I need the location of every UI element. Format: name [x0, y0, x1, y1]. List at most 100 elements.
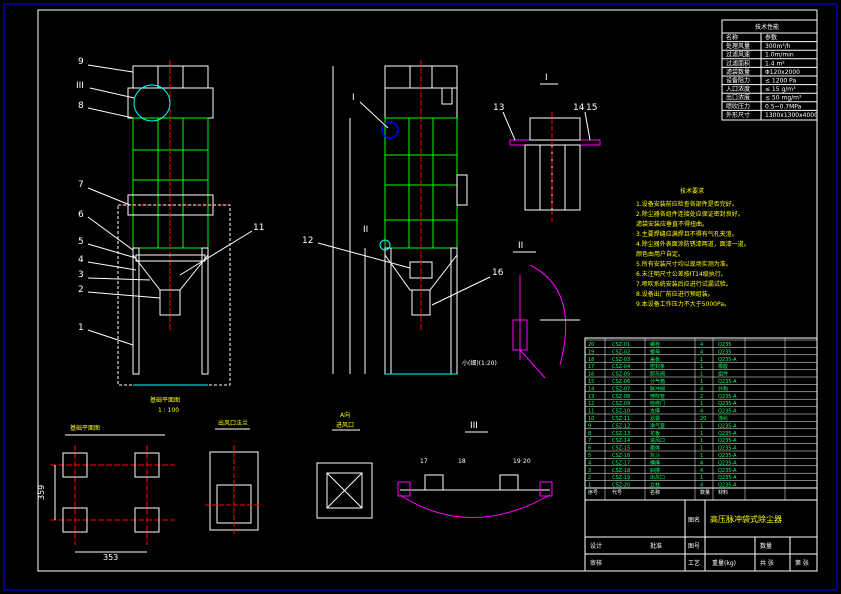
inlet-sub-caption: 进风口	[336, 421, 354, 429]
parts-cell: Q235-A	[718, 468, 737, 474]
parts-cell: Q235-A	[718, 446, 737, 452]
parts-cell: 4	[700, 483, 703, 489]
tech-row-value: Φ120x2000	[765, 69, 800, 76]
parts-cell: CSZ-10	[612, 409, 630, 415]
parts-cell: CSZ-14	[612, 438, 630, 444]
drawing-title: 高压脉冲袋式除尘器	[710, 514, 782, 524]
inlet-caption: A向	[340, 411, 350, 419]
parts-cell: 19	[588, 349, 594, 355]
parts-cell: 12	[588, 401, 594, 407]
parts-cell: 17	[588, 364, 594, 370]
parts-cell: 5	[588, 453, 591, 459]
foundation-dim-width: 353	[103, 553, 118, 562]
tech-row-name: 外形尺寸	[726, 111, 750, 119]
parts-header-cell: 数量	[700, 489, 710, 496]
parts-cell: CSZ-01	[612, 342, 630, 348]
titleblock-design: 设计	[590, 542, 602, 550]
parts-cell: 1	[700, 401, 703, 407]
tech-row-value: ≤ 1200 Pa	[765, 78, 796, 85]
notes: 技术要求 1.设备安装前应检查各部件是否完好。 2.除尘器各组件连接处应保证密封良…	[636, 187, 750, 308]
callout-III: III	[76, 81, 84, 91]
parts-cell: CSZ-05	[612, 372, 630, 378]
inner-frame	[37, 9, 818, 572]
tech-row-value: 1300x1300x4000	[765, 112, 818, 119]
parts-cell: Q235-A	[718, 483, 737, 489]
parts-cell: 16	[588, 372, 594, 378]
parts-cell: 4	[700, 386, 703, 392]
parts-cell: 净气室	[650, 422, 665, 429]
tech-row-value: 1.0m/min	[765, 52, 794, 59]
tech-table-title: 技术性能	[755, 23, 779, 31]
parts-cell: CSZ-16	[612, 453, 630, 459]
parts-header-cell: 名称	[650, 489, 660, 496]
parts-cell: 20	[700, 416, 706, 422]
parts-header-cell: 材料	[718, 489, 728, 496]
foundation-caption: 基础平面图	[150, 396, 180, 404]
titleblock-sheet-no: 第 张	[795, 559, 809, 567]
note-line: 1.设备安装前应检查各部件是否完好。	[636, 200, 738, 208]
outlet-flange-caption: 出风口法兰	[218, 419, 248, 427]
parts-cell: Q235-A	[718, 401, 737, 407]
tech-row-name: 名称	[726, 34, 738, 42]
parts-cell: 滤袋	[650, 415, 660, 422]
note-line: 2.除尘器各组件连接处应保证密封良好。	[636, 210, 744, 218]
parts-cell: 10	[588, 416, 594, 422]
titleblock-drawing-no: 图号	[688, 543, 700, 550]
parts-cell: 2	[700, 394, 703, 400]
parts-cell: CSZ-04	[612, 364, 630, 370]
note-line: 4.除尘器外表面涂防锈漆两道，面漆一道。	[636, 240, 750, 248]
parts-cell: Q235-A	[718, 379, 737, 385]
parts-cell: 进风口	[650, 437, 665, 444]
parts-cell: 外购	[718, 385, 728, 392]
parts-cell: 螺栓	[650, 341, 660, 348]
outer-frame	[3, 3, 838, 591]
parts-cell: Q235-A	[718, 431, 737, 437]
parts-header-cell: 序号	[588, 489, 598, 496]
parts-cell: 检修门	[650, 400, 665, 407]
callout-17: 17	[420, 458, 428, 465]
callout-4: 4	[78, 255, 84, 265]
parts-cell: CSZ-02	[612, 349, 630, 355]
parts-cell: Q235-A	[718, 394, 737, 400]
parts-cell: CSZ-12	[612, 423, 630, 429]
side-view	[332, 60, 468, 375]
parts-cell: CSZ-19	[612, 475, 630, 481]
detail-II-label: II	[518, 241, 523, 251]
parts-cell: 15	[588, 379, 594, 385]
parts-cell: Q235	[718, 349, 731, 355]
parts-cell: CSZ-20	[612, 483, 630, 489]
parts-cell: 2	[588, 475, 591, 481]
parts-cell: 喷吹管	[650, 393, 665, 400]
parts-cell: 4	[700, 409, 703, 415]
note-line: 9.本设备工作压力不大于5000Pa。	[636, 300, 730, 308]
tech-row-value: 300m³/h	[765, 43, 791, 50]
parts-cell: CSZ-06	[612, 379, 630, 385]
parts-cell: Q235-A	[718, 460, 737, 466]
parts-cell: 13	[588, 394, 594, 400]
inlet-view: A向 进风口	[316, 411, 373, 519]
note-line: 8.设备出厂前应进行预组装。	[636, 290, 714, 298]
notes-title: 技术要求	[680, 187, 704, 195]
titleblock-quantity: 数量	[760, 542, 772, 550]
tech-row-name: 过滤风速	[726, 51, 750, 59]
callout-20: 20	[523, 458, 531, 465]
parts-cell: Q235-A	[718, 423, 737, 429]
parts-cell: Q235-A	[718, 409, 737, 415]
parts-cell: 20	[588, 342, 594, 348]
parts-cell: 出灰口	[650, 474, 665, 481]
titleblock-sheet: 共 张	[760, 559, 774, 567]
parts-cell: 1	[700, 423, 703, 429]
parts-cell: 1	[700, 364, 703, 370]
note-line: 6.未注明尺寸公差按IT14级执行。	[636, 270, 727, 278]
parts-cell: 脉冲阀	[650, 385, 665, 392]
parts-cell: CSZ-08	[612, 394, 630, 400]
callout-11: 11	[253, 223, 264, 233]
foundation-dim-height: 359	[37, 485, 46, 500]
detail-II: II 小(细)(1:20)	[462, 241, 580, 379]
titleblock-weight: 重量(kg)	[712, 559, 736, 567]
front-view	[117, 60, 231, 386]
titleblock-process: 工艺	[688, 559, 700, 567]
parts-cell: 分气箱	[650, 378, 665, 385]
tech-row-name: 处理风量	[726, 42, 750, 50]
